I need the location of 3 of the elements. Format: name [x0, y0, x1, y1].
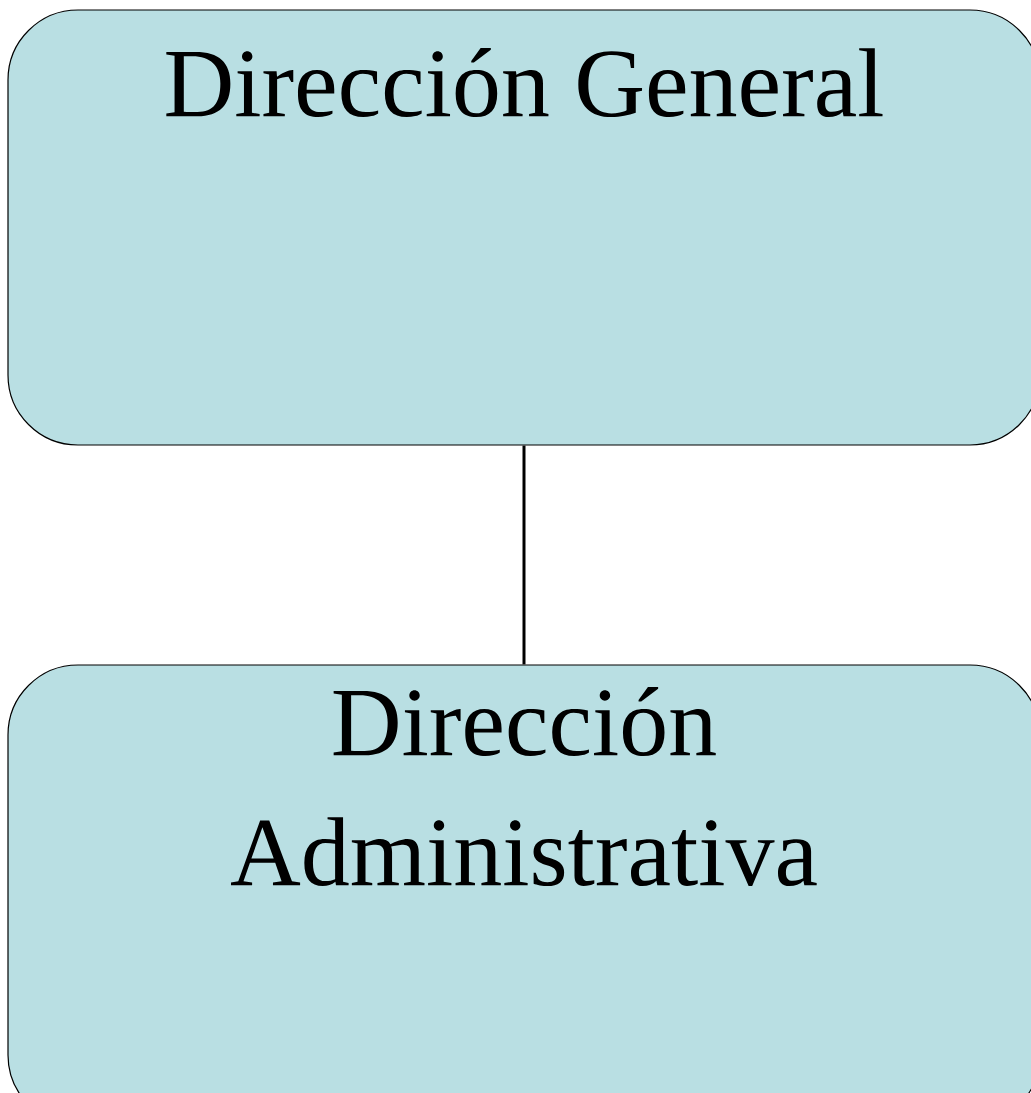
connector-line — [522, 445, 526, 665]
org-box: Dirección General — [7, 9, 1031, 446]
org-box: Dirección Administrativa — [7, 664, 1031, 1093]
